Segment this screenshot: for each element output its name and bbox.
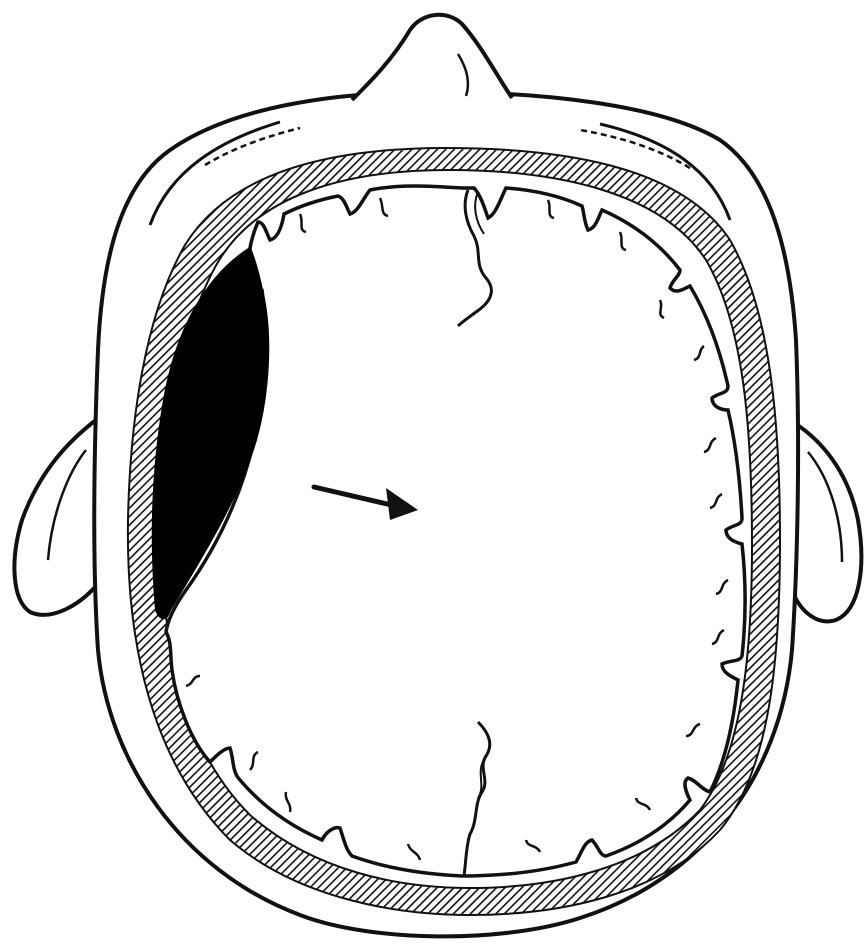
ear-right — [792, 424, 861, 621]
nose — [352, 15, 512, 100]
